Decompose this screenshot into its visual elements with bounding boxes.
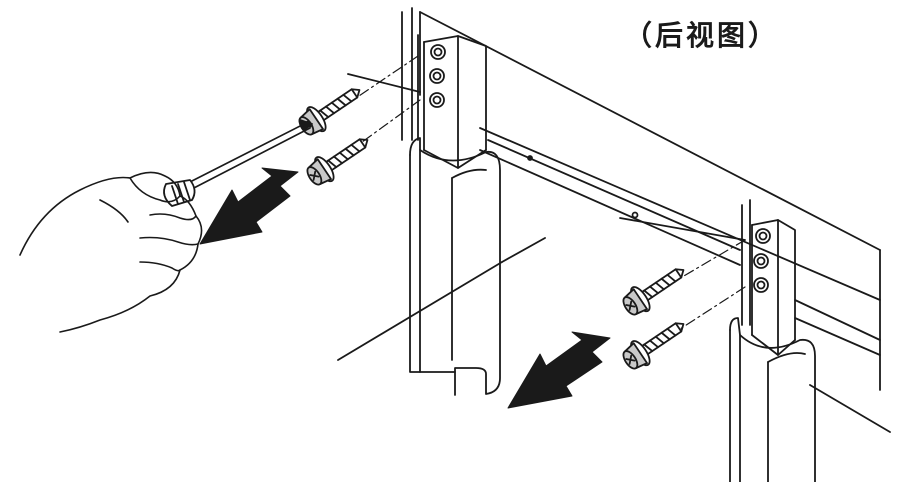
right-stand-post	[729, 199, 816, 482]
post-hole	[430, 44, 446, 60]
panel-back	[347, 11, 881, 391]
post-hole	[429, 92, 445, 108]
view-label: （后视图）	[624, 19, 780, 52]
removal-arrow-icon	[199, 167, 299, 245]
removal-arrow-icon	[507, 331, 611, 409]
left-stand-post	[401, 7, 501, 396]
post-hole	[753, 253, 769, 269]
post-hole	[429, 68, 445, 84]
screwdriver-icon	[163, 119, 313, 207]
hand-icon	[19, 171, 203, 333]
screw-icon	[622, 322, 685, 370]
screw-icon	[622, 268, 685, 316]
alignment-guides	[339, 55, 746, 343]
screw-icon	[306, 138, 369, 186]
post-hole	[753, 277, 769, 293]
post-hole	[755, 228, 771, 244]
